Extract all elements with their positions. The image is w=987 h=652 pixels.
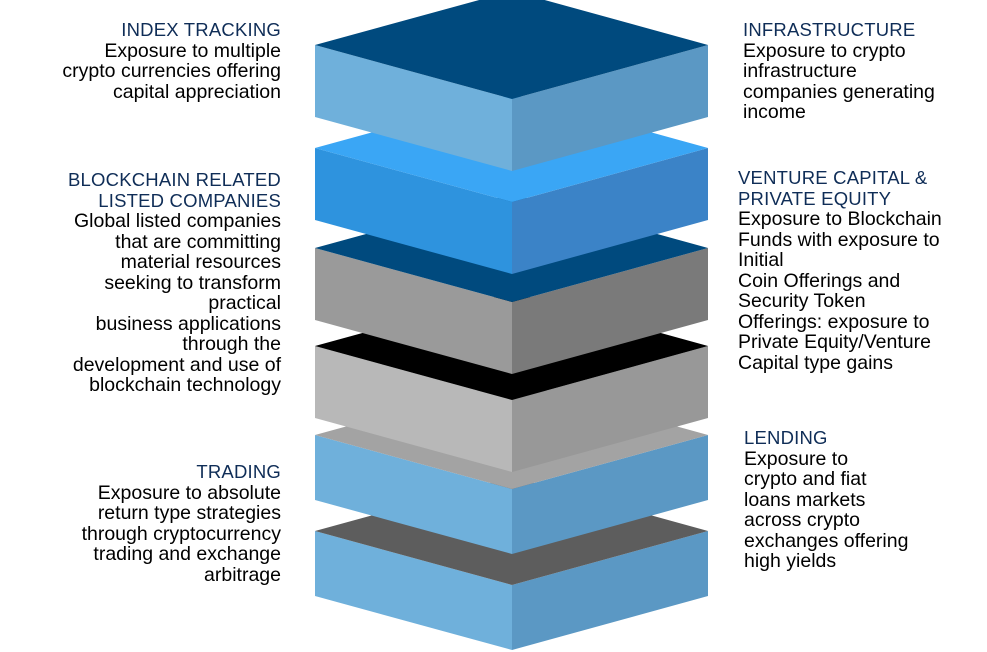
lending-line: high yields (744, 550, 837, 572)
infrastructure-line: Exposure to crypto (743, 39, 906, 62)
block-2-right-face (512, 148, 708, 274)
venture-line: Initial (738, 249, 784, 271)
venture-title: VENTURE CAPITAL & (738, 167, 928, 188)
index-tracking-block: INDEX TRACKING Exposure to multiple cryp… (62, 19, 281, 103)
blockchain-line: business applications (95, 312, 281, 335)
lending-block: LENDING Exposure to crypto and fiat loan… (744, 427, 909, 572)
block-4-right-face (512, 346, 708, 472)
block-1-left-face (315, 45, 512, 171)
venture-title: PRIVATE EQUITY (738, 187, 892, 209)
blockchain-line: that are committing (115, 230, 281, 253)
blockchain-line: development and use of (72, 353, 281, 376)
block-3-left-face (315, 248, 512, 374)
lending-line: across crypto (744, 509, 860, 531)
blockchain-line: material resources (120, 251, 281, 273)
index-tracking-line: Exposure to multiple (104, 39, 281, 62)
infrastructure-block: INFRASTRUCTURE Exposure to crypto infras… (743, 19, 935, 123)
block-5-left-face (315, 435, 512, 554)
venture-line: Funds with exposure to (738, 228, 940, 251)
block-5-right-face (512, 435, 708, 554)
index-tracking-title: INDEX TRACKING (121, 19, 281, 40)
blockchain-line: blockchain technology (89, 374, 281, 396)
blockchain-line: practical (208, 292, 281, 314)
infrastructure-line: infrastructure (743, 60, 857, 82)
block-3-right-face (512, 248, 708, 374)
lending-line: Exposure to (744, 447, 849, 470)
trading-line: through cryptocurrency (81, 522, 281, 545)
venture-line: Private Equity/Venture (738, 331, 931, 353)
trading-title: TRADING (196, 461, 281, 482)
venture-line: Exposure to Blockchain (738, 208, 942, 230)
block-1-top-face (315, 0, 708, 99)
block-2-left-face (315, 148, 512, 274)
lending-line: exchanges offering (744, 529, 909, 552)
blockchain-line: through the (182, 333, 281, 355)
block-6-right-face (512, 531, 708, 650)
blockchain-line: Global listed companies (73, 210, 281, 232)
trading-line: Exposure to absolute (97, 481, 281, 504)
lending-line: crypto and fiat (744, 468, 867, 490)
trading-line: arbitrage (204, 563, 281, 586)
block-1-right-face (512, 45, 708, 171)
blockchain-line: seeking to transform (104, 271, 281, 294)
lending-line: loans markets (744, 488, 866, 511)
infrastructure-line: companies generating (743, 80, 935, 103)
infrastructure-title: INFRASTRUCTURE (743, 19, 916, 40)
lending-title: LENDING (744, 427, 828, 448)
blockchain-title: BLOCKCHAIN RELATED (68, 169, 281, 190)
block-6-left-face (315, 531, 512, 650)
venture-line: Coin Offerings and (738, 269, 901, 292)
venture-line: Capital type gains (738, 351, 894, 374)
venture-line: Offerings: exposure to (738, 310, 930, 333)
blockchain-block: BLOCKCHAIN RELATED LISTED COMPANIES Glob… (68, 169, 281, 396)
block-4-left-face (315, 346, 512, 472)
block-1 (315, 0, 708, 171)
venture-line: Security Token (738, 290, 866, 312)
trading-line: return type strategies (97, 502, 281, 524)
trading-block: TRADING Exposure to absolute return type… (81, 461, 281, 586)
index-tracking-line: capital appreciation (112, 80, 281, 103)
blockchain-title: LISTED COMPANIES (98, 189, 281, 211)
venture-block: VENTURE CAPITAL & PRIVATE EQUITY Exposur… (738, 167, 942, 374)
index-tracking-line: crypto currencies offering (62, 60, 281, 82)
infrastructure-line: income (743, 101, 806, 123)
trading-line: trading and exchange (93, 543, 281, 565)
